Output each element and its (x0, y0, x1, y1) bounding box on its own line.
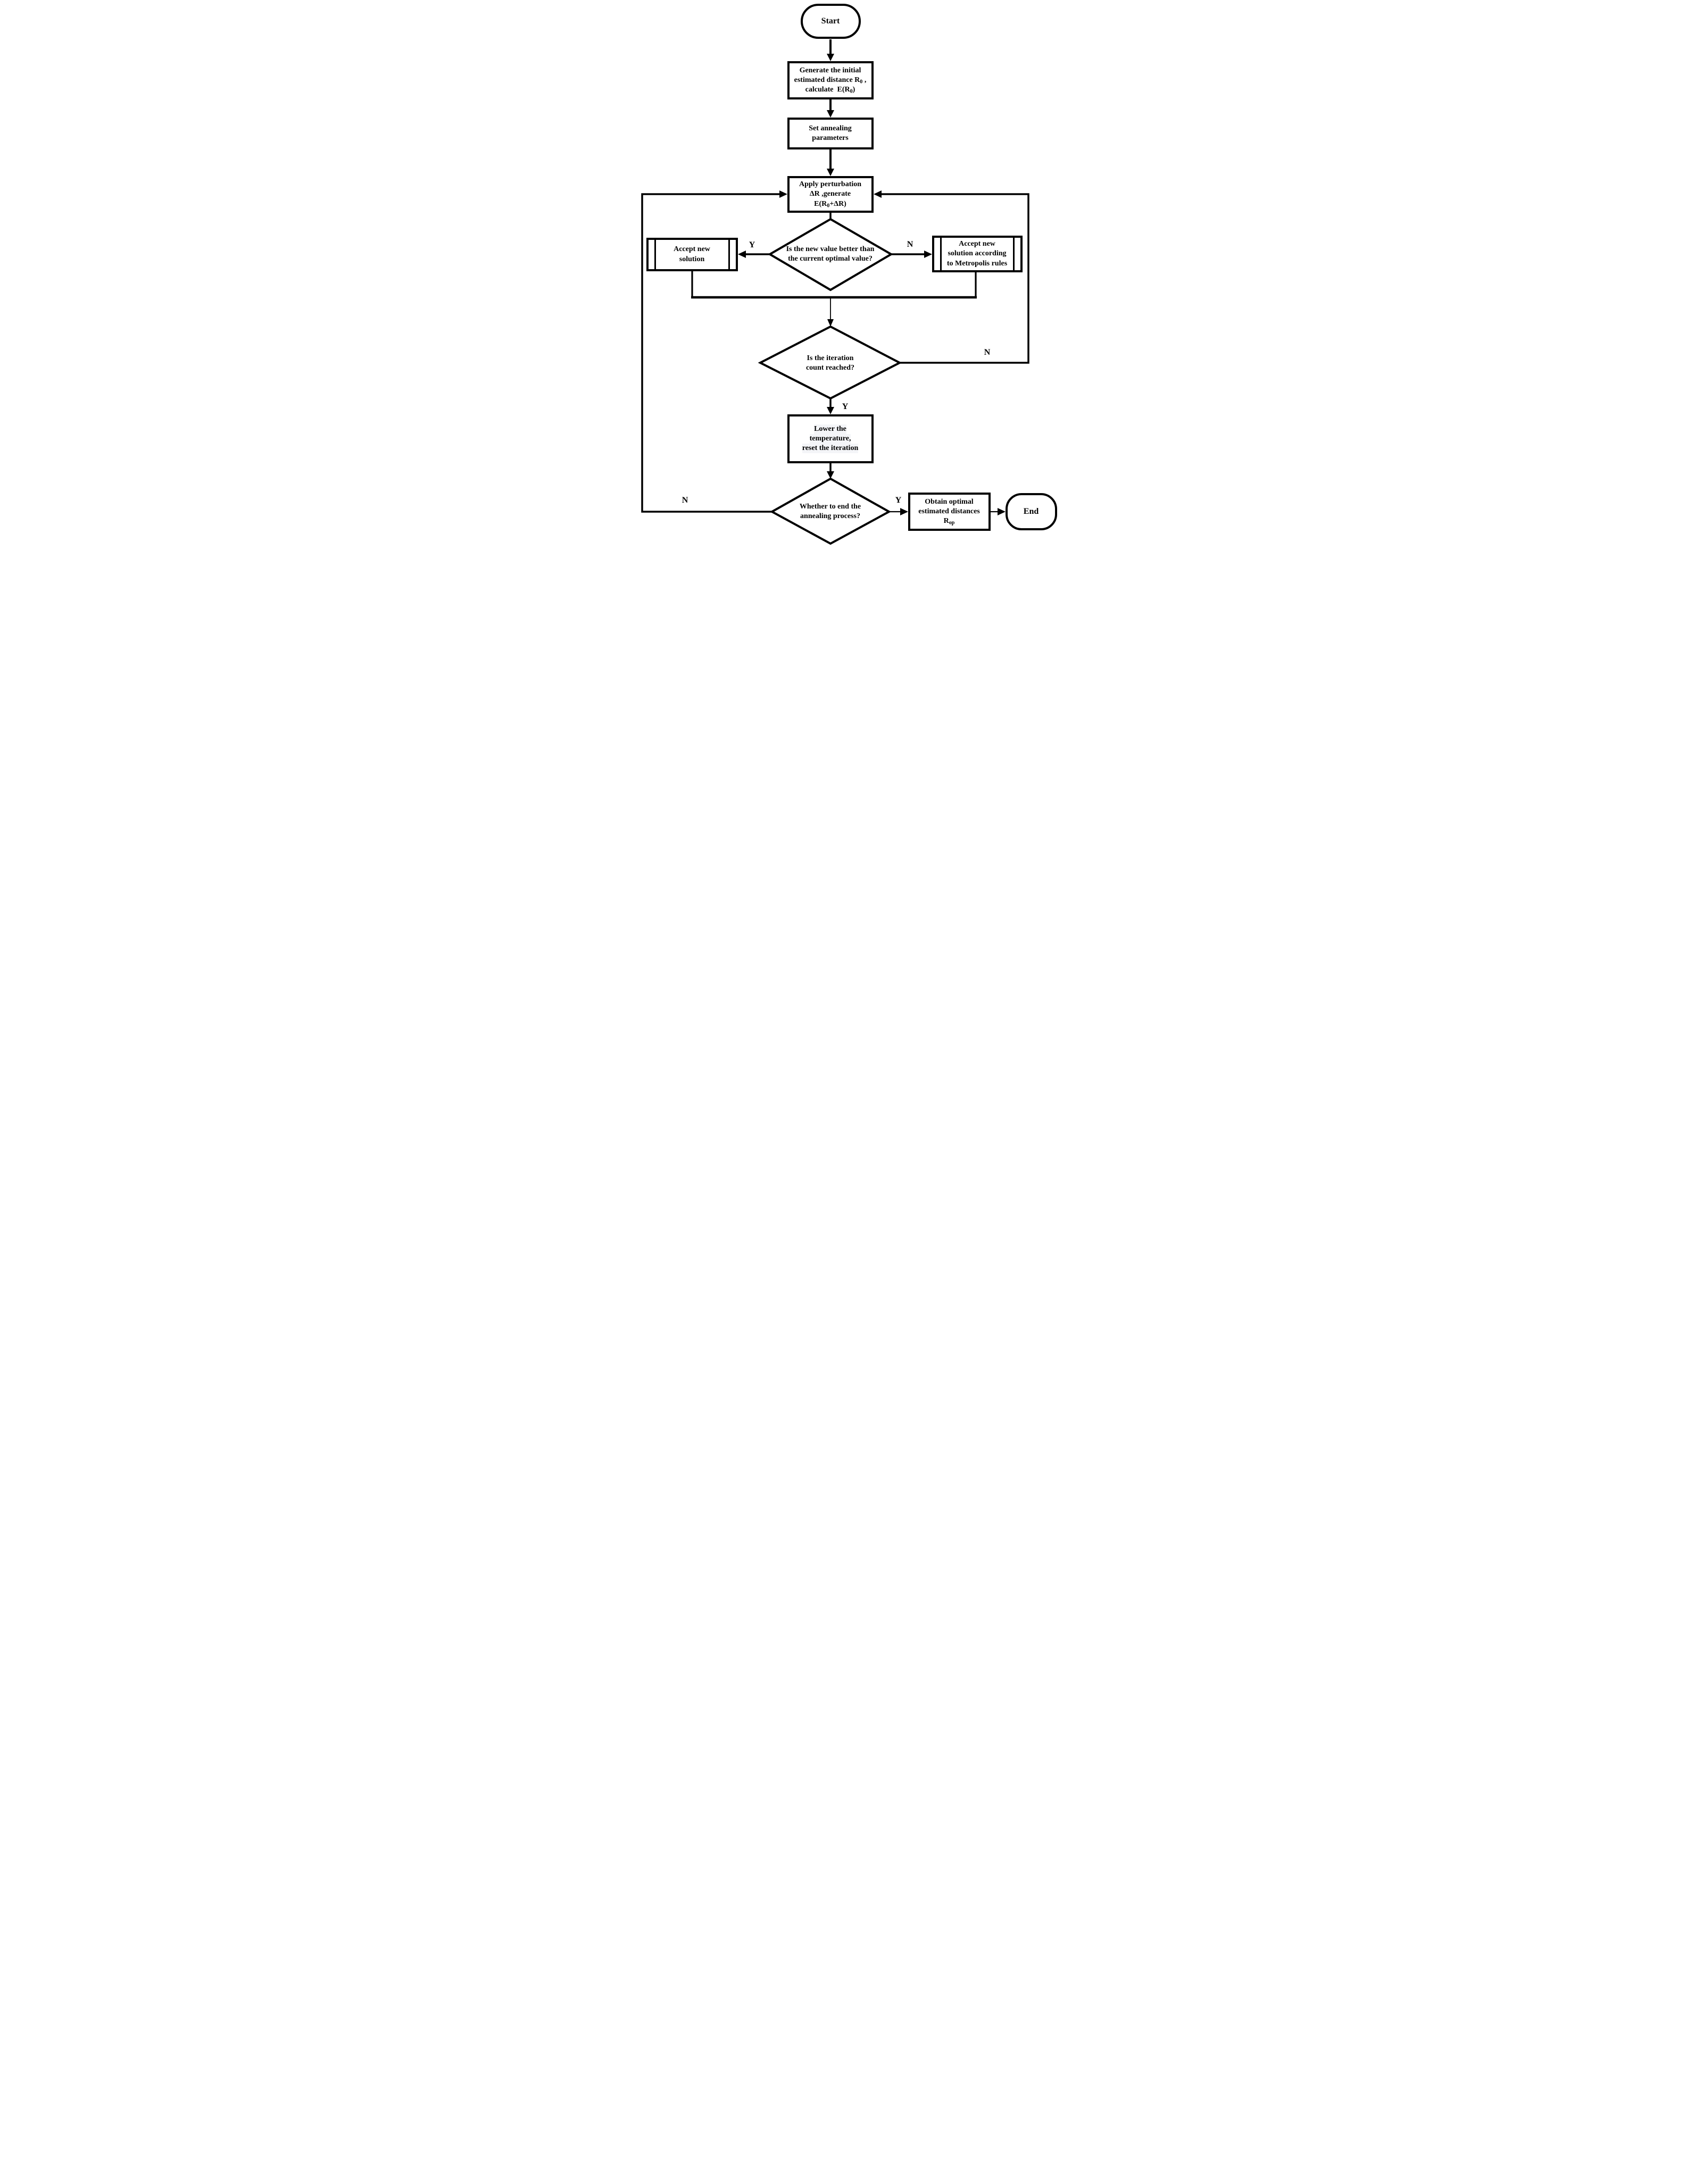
process-set-annealing-line: parameters (812, 134, 849, 142)
decision-line: count reached? (805, 364, 855, 372)
predefined-accept-metropolis-line: solution according (948, 249, 1007, 258)
process-apply-perturbation-line: E(R0+ΔR) (814, 199, 846, 209)
decision-end-annealing-text: Whether to end the annealing process? (778, 497, 883, 527)
label-end-no: N (682, 496, 688, 505)
label-iter-yes: Y (842, 402, 849, 411)
predefined-left-bar (940, 238, 942, 270)
process-obtain-optimal-line: Rop (943, 517, 955, 526)
predefined-accept-metropolis-line: to Metropolis rules (946, 259, 1008, 268)
arrowhead-end-yes (900, 508, 908, 515)
arrowhead-iter-yes (826, 407, 834, 414)
process-lower-temperature-line: temperature, (809, 434, 851, 444)
process-generate-initial-line: Generate the initial (799, 66, 861, 74)
process-apply-perturbation: Apply perturbation ΔR ,generate E(R0+ΔR) (787, 176, 874, 213)
process-obtain-optimal: Obtain optimal estimated distances Rop (908, 493, 991, 531)
predefined-accept-new-line: Accept new (674, 245, 710, 254)
process-apply-perturbation-line: Apply perturbation (799, 180, 862, 189)
predefined-left-bar (654, 240, 656, 269)
edge-iter-no-loop (881, 193, 1029, 364)
start-label: Start (821, 16, 840, 26)
arrowhead-better-no (924, 251, 932, 258)
arrowhead-start-generate (826, 54, 834, 61)
decision-line: Whether to end the (799, 502, 861, 511)
predefined-accept-new-line: solution (679, 255, 705, 263)
process-apply-perturbation-line: ΔR ,generate (809, 190, 851, 198)
arrowhead-end-no-loop (779, 190, 787, 198)
arrowhead-setparams-perturb (826, 169, 834, 176)
arrowhead-generate-setparams (826, 110, 834, 118)
process-lower-temperature-line: Lower the (814, 424, 846, 434)
arrowhead-merge-itercheck (827, 319, 834, 327)
arrowhead-obtain-end (997, 508, 1006, 515)
decision-line: the current optimal value? (788, 255, 873, 263)
start-node: Start (800, 4, 861, 39)
decision-new-value-better-text: Is the new value better than the current… (767, 239, 894, 269)
predefined-accept-metropolis: Accept new solution according to Metropo… (932, 236, 1023, 272)
label-iter-no: N (984, 348, 991, 357)
process-obtain-optimal-line: estimated distances (918, 507, 980, 515)
label-better-no: N (907, 240, 913, 249)
decision-line: Is the iteration (807, 354, 854, 362)
decision-iteration-count-text: Is the iteration count reached? (783, 348, 878, 378)
process-set-annealing-line: Set annealing (809, 124, 852, 132)
predefined-accept-metropolis-line: Accept new (959, 240, 995, 248)
decision-line: Is the new value better than (786, 245, 875, 253)
predefined-accept-new-solution: Accept new solution (646, 238, 738, 271)
process-generate-initial-line: calculate E(R0) (805, 86, 855, 95)
label-end-yes: Y (895, 496, 902, 505)
process-obtain-optimal-line: Obtain optimal (925, 497, 974, 506)
arrowhead-better-yes (737, 251, 746, 258)
label-better-yes: Y (749, 240, 755, 249)
process-set-annealing: Set annealing parameters (787, 118, 874, 149)
arrowhead-lowertemp-endcheck (826, 471, 834, 479)
predefined-right-bar (1012, 238, 1015, 270)
end-label: End (1023, 506, 1039, 516)
arrowhead-iter-no-loop (873, 190, 882, 198)
decision-line: annealing process? (800, 512, 860, 520)
process-lower-temperature: Lower the temperature, reset the iterati… (787, 414, 874, 463)
flowchart-canvas: Start Generate the initial estimated dis… (638, 0, 1065, 546)
end-node: End (1005, 493, 1057, 530)
predefined-right-bar (728, 240, 730, 269)
process-generate-initial-line: estimated distance R0 , (794, 76, 867, 85)
process-lower-temperature-line: reset the iteration (802, 444, 859, 454)
process-generate-initial: Generate the initial estimated distance … (787, 61, 874, 99)
